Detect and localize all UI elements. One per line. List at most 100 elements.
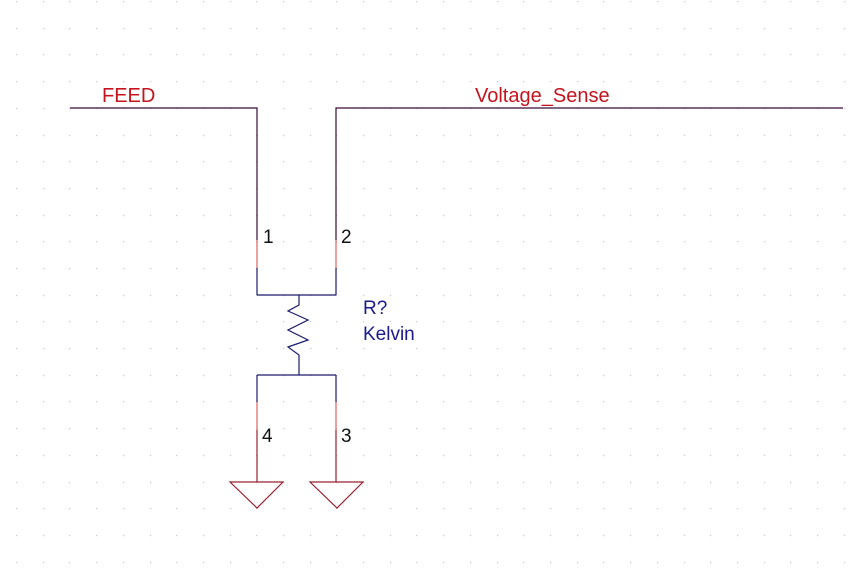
grid-dot [390,508,392,510]
grid-dot [844,482,846,484]
grid-dot [577,348,579,350]
grid-dot [176,482,178,484]
grid-dot [603,508,605,510]
ground-right[interactable] [308,430,365,509]
grid-dot [96,215,98,217]
grid-dot [363,1,365,3]
grid-dot [577,188,579,190]
grid-dot [336,562,338,564]
net-voltage-sense[interactable]: Voltage_Sense [335,85,843,240]
grid-dot [764,81,766,83]
grid-dot [764,375,766,377]
grid-dot [657,455,659,457]
grid-dot [283,188,285,190]
grid-dot [550,428,552,430]
grid-dot [363,161,365,163]
grid-dot [203,1,205,3]
grid-dot [150,81,152,83]
grid-dot [737,28,739,30]
grid-dot [16,455,18,457]
grid-dot [657,1,659,3]
grid-dot [390,1,392,3]
wire-voltage-sense[interactable] [335,107,843,240]
net-label-voltage-sense[interactable]: Voltage_Sense [475,85,610,107]
grid-dot [176,215,178,217]
grid-dot [123,161,125,163]
grid-dot [69,1,71,3]
grid-dot [310,81,312,83]
kelvin-resistor-component[interactable]: 1 2 4 3 R? Kelvin [256,227,415,447]
grid-dot [657,135,659,137]
grid-dot [817,241,819,243]
grid-dot [657,268,659,270]
grid-dot [310,135,312,137]
net-label-feed[interactable]: FEED [102,85,155,107]
component-reference[interactable]: R? [363,298,387,319]
grid-dot [310,428,312,430]
grid-dot [550,81,552,83]
ground-icon[interactable] [228,481,285,509]
grid-dot [470,508,472,510]
grid-dot [16,375,18,377]
grid-dot [630,241,632,243]
grid-dot [523,508,525,510]
ground-left[interactable] [228,430,285,509]
grid-dot [550,1,552,3]
grid-dot [16,562,18,564]
grid-dot [123,482,125,484]
grid-dot [790,1,792,3]
grid-dot [96,28,98,30]
grid-dot [123,535,125,537]
grid-dot [523,348,525,350]
grid-dot [817,295,819,297]
grid-dot [523,81,525,83]
grid-dot [203,81,205,83]
grid-dot [577,455,579,457]
grid-dot [16,508,18,510]
grid-dot [203,508,205,510]
grid-dot [69,81,71,83]
grid-dot [123,455,125,457]
net-feed[interactable]: FEED [70,85,258,240]
grid-dot [16,215,18,217]
grid-dot [150,161,152,163]
grid-dot [684,241,686,243]
grid-dot [844,28,846,30]
grid-dot [764,241,766,243]
grid-dot [69,54,71,56]
grid-dot [16,401,18,403]
wire-feed[interactable] [70,107,258,240]
grid-dot [764,54,766,56]
grid-dot [150,508,152,510]
grid-dot [603,54,605,56]
grid-dot [603,562,605,564]
ground-icon[interactable] [308,481,365,509]
grid-dot [630,188,632,190]
grid-dot [443,268,445,270]
grid-dot [390,455,392,457]
grid-dot [123,268,125,270]
grid-dot [96,508,98,510]
grid-dot [43,455,45,457]
grid-dot [43,54,45,56]
grid-dot [523,482,525,484]
grid-dot [283,54,285,56]
grid-dot [416,375,418,377]
grid-dot [176,188,178,190]
grid-dot [203,428,205,430]
grid-dot [43,321,45,323]
grid-dot [684,401,686,403]
grid-dot [684,535,686,537]
grid-dot [416,241,418,243]
grid-dot [256,81,258,83]
grid-dot [764,268,766,270]
grid-dot [203,161,205,163]
grid-dot [470,215,472,217]
grid-dot [230,348,232,350]
grid-dot [764,215,766,217]
component-value[interactable]: Kelvin [363,324,415,345]
grid-dot [657,348,659,350]
grid-dot [737,241,739,243]
grid-dot [684,135,686,137]
